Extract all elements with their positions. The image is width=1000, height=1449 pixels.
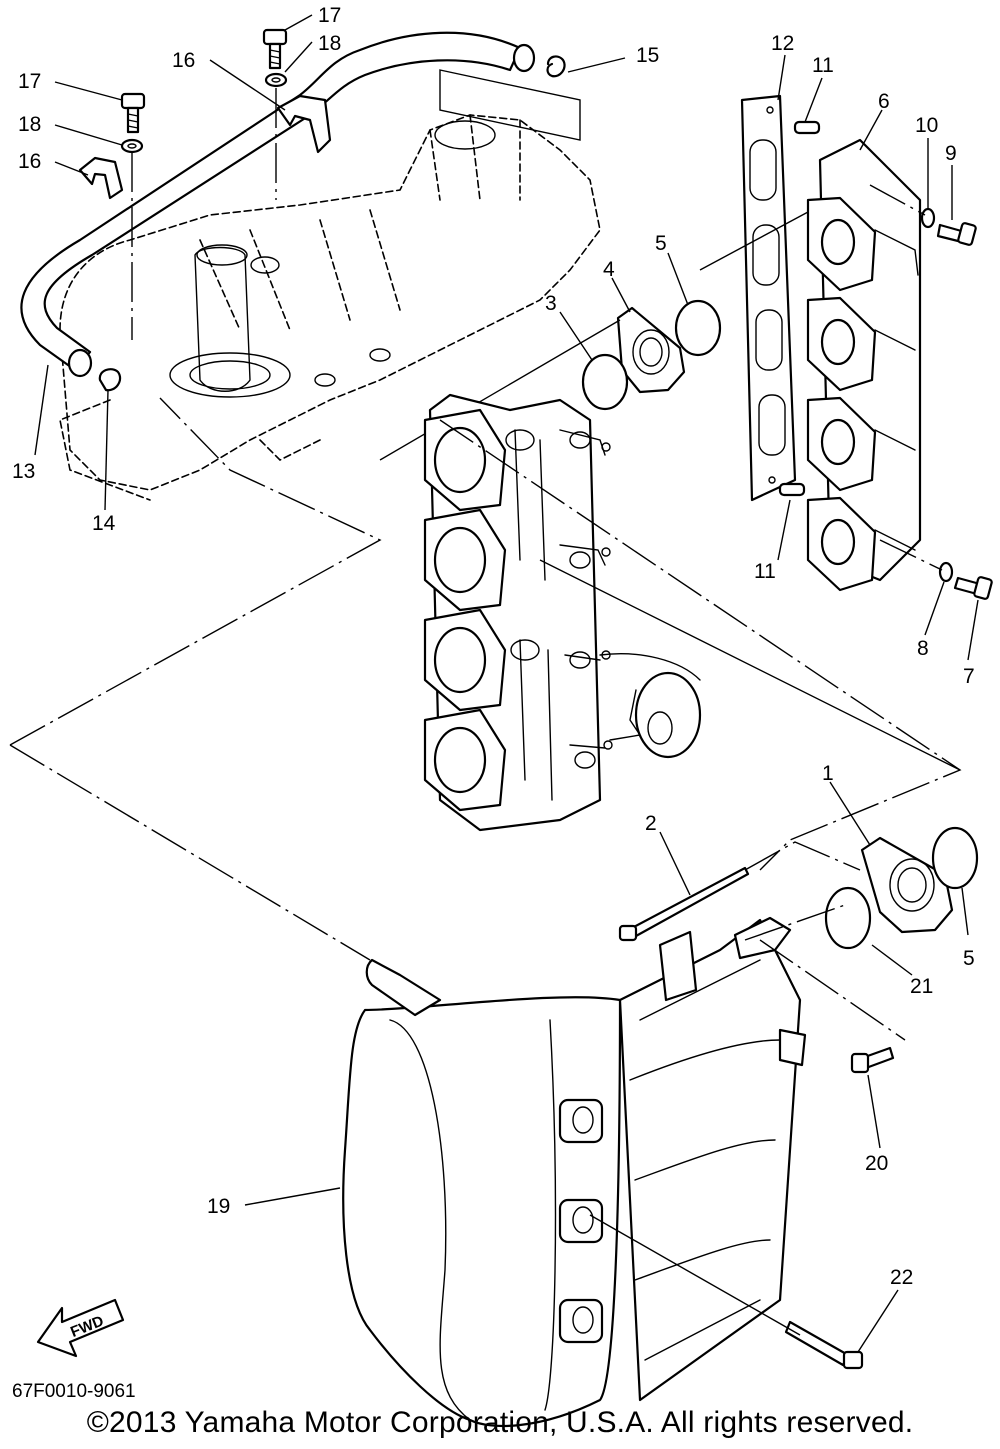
callout-6: 6 xyxy=(878,90,890,113)
washer-8 xyxy=(938,561,954,583)
callout-3: 3 xyxy=(545,292,557,315)
o-ring-5-top xyxy=(674,299,722,357)
vacuum-unit xyxy=(609,671,702,759)
callout-13: 13 xyxy=(12,460,35,483)
dowel-pin-11 xyxy=(778,120,821,497)
callout-15: 15 xyxy=(636,44,659,67)
bolt-9 xyxy=(936,222,977,246)
copyright-notice: ©2013 Yamaha Motor Corporation, U.S.A. A… xyxy=(86,1406,914,1439)
callout-18-top: 18 xyxy=(318,32,341,55)
callout-18-left: 18 xyxy=(18,113,41,136)
o-ring-3 xyxy=(581,353,629,411)
bolt-7 xyxy=(953,576,993,600)
callout-labels: 1 2 3 4 5 5 6 7 8 9 10 11 11 12 13 14 15… xyxy=(12,4,975,1289)
bracket-16 xyxy=(78,94,332,200)
clamp-14 xyxy=(98,368,122,392)
callout-7: 7 xyxy=(963,665,975,688)
callout-22: 22 xyxy=(890,1266,913,1289)
washer-10 xyxy=(920,207,936,229)
callout-2: 2 xyxy=(645,812,657,835)
callout-16-top: 16 xyxy=(172,49,195,72)
callout-10: 10 xyxy=(915,114,938,137)
o-ring-5-bottom xyxy=(931,826,979,890)
callout-5-top: 5 xyxy=(655,232,667,255)
callout-4: 4 xyxy=(603,258,615,281)
callout-21: 21 xyxy=(910,975,933,998)
bolt-2 xyxy=(618,841,861,942)
clamp-15 xyxy=(546,55,566,78)
fwd-arrow-icon: FWD xyxy=(36,1298,125,1358)
callout-5-bottom: 5 xyxy=(963,947,975,970)
callout-14: 14 xyxy=(92,512,116,535)
callout-20: 20 xyxy=(865,1152,888,1175)
washer-18 xyxy=(120,72,288,154)
callout-8: 8 xyxy=(917,637,929,660)
callout-11-bottom: 11 xyxy=(754,560,776,583)
callout-19: 19 xyxy=(207,1195,230,1218)
engine-block-ghost xyxy=(59,69,601,501)
hose-13 xyxy=(20,31,536,378)
intake-manifold-6 xyxy=(806,138,922,592)
bolt-17 xyxy=(120,28,288,134)
callout-9: 9 xyxy=(945,142,957,165)
callout-11-top: 11 xyxy=(812,54,834,77)
callout-16-left: 16 xyxy=(18,150,41,173)
callout-12: 12 xyxy=(771,32,794,55)
diagram-code: 67F0010-9061 xyxy=(12,1381,136,1402)
callout-17-left: 17 xyxy=(18,70,41,93)
spacer-1 xyxy=(860,836,954,934)
callout-17-top: 17 xyxy=(318,4,341,27)
gasket-12 xyxy=(740,94,797,502)
bolt-22 xyxy=(784,1320,864,1370)
intake-silencer-19 xyxy=(342,916,807,1428)
carburetor-assembly xyxy=(423,393,701,832)
leader-lines xyxy=(34,14,979,1353)
bolt-20 xyxy=(850,1046,895,1074)
callout-1: 1 xyxy=(822,762,834,785)
o-ring-21 xyxy=(824,886,872,950)
